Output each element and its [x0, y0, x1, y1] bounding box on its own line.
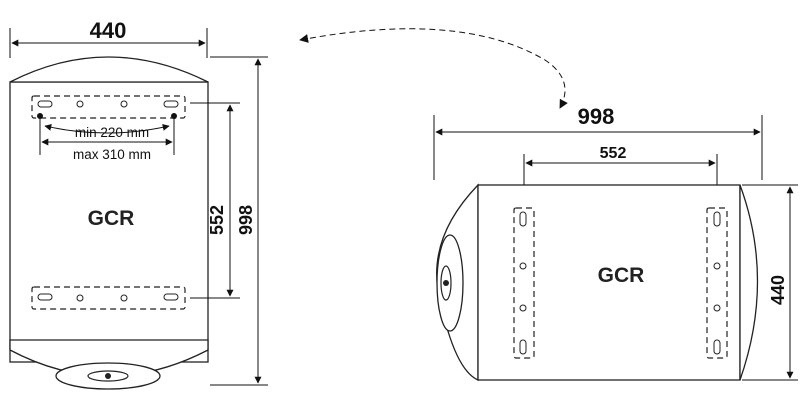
- horizontal-brand-label: GCR: [598, 264, 645, 287]
- horizontal-height-dimension: 440: [742, 184, 798, 381]
- vertical-height-label: 998: [236, 205, 256, 235]
- vertical-height-dimension: 998: [210, 56, 268, 386]
- top-bracket: [31, 95, 186, 119]
- vertical-bracket-spacing-label: 552: [207, 205, 227, 235]
- bottom-bracket: [31, 286, 186, 310]
- right-bracket: [706, 207, 728, 359]
- vertical-unit: 440 min 220 mm: [9, 18, 268, 390]
- max-distance-label: max 310 mm: [73, 147, 151, 162]
- horizontal-bracket-spacing-label: 552: [600, 145, 627, 162]
- min-distance-label: min 220 mm: [75, 125, 149, 140]
- mounting-range-dimension: min 220 mm max 310 mm: [39, 116, 175, 162]
- horizontal-length-dimension: 998: [433, 104, 763, 180]
- left-bracket: [513, 207, 535, 359]
- width-dimension: 440: [9, 18, 208, 58]
- horizontal-height-label: 440: [768, 275, 788, 305]
- rotation-arrow: [299, 28, 568, 109]
- horizontal-unit: 998 552: [433, 104, 798, 381]
- horizontal-length-label: 998: [578, 104, 615, 129]
- horizontal-bracket-spacing-dimension: 552: [523, 145, 718, 210]
- vertical-tank: [9, 56, 209, 390]
- vertical-bracket-spacing-dimension: 552: [190, 102, 240, 299]
- vertical-brand-label: GCR: [88, 207, 135, 230]
- width-label: 440: [90, 18, 127, 43]
